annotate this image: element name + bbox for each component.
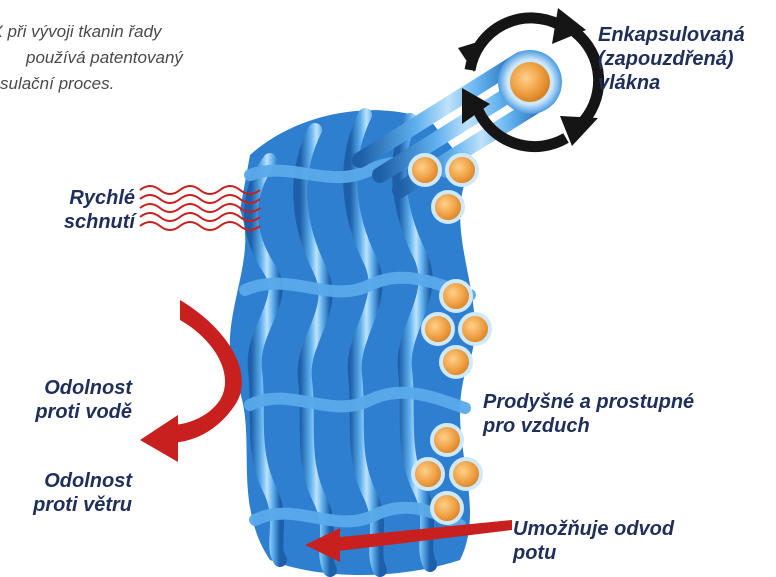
intro-line-3: sulační proces. <box>0 71 272 97</box>
label-water-resistance: Odolnost proti vodě <box>10 376 132 424</box>
label-quick-dry: Rychlé schnutí <box>20 186 135 234</box>
intro-line-1: nX při vývoji tkanin řady <box>0 19 272 45</box>
label-sweat-wicking: Umožňuje odvod potu <box>513 517 674 565</box>
label-wind-resistance: Odolnost proti větru <box>10 469 132 517</box>
label-encapsulated: Enkapsulovaná (zapouzdřená) vlákna <box>598 23 745 95</box>
curved-red-arrow-icon <box>140 300 242 462</box>
intro-text: nX při vývoji tkanin řady používá patent… <box>0 19 272 97</box>
label-breathable: Prodyšné a prostupné pro vzduch <box>483 390 694 438</box>
intro-line-2: používá patentovaný <box>0 45 272 71</box>
fabric-weave <box>230 50 562 575</box>
